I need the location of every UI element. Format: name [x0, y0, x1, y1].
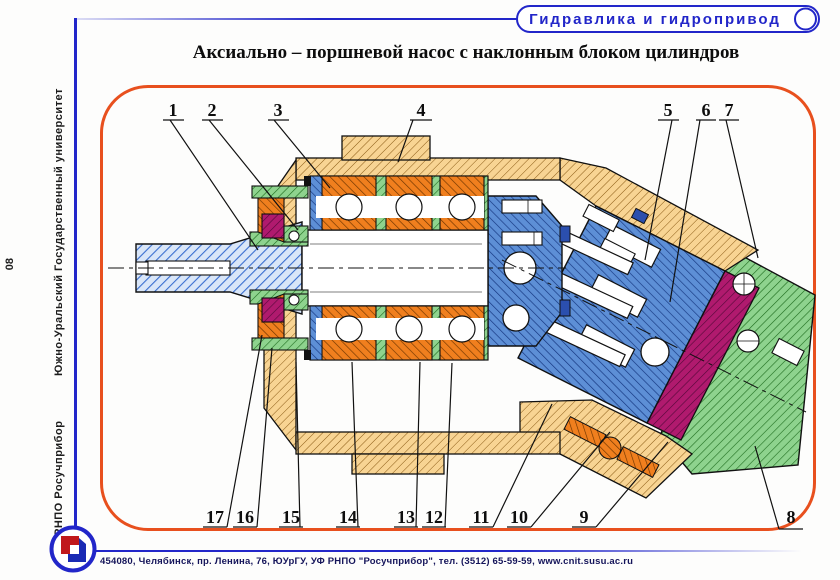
rosuchpribor-logo	[49, 525, 97, 573]
logo-center-square	[70, 545, 79, 554]
callout-1: 1	[169, 100, 178, 120]
callout-14: 14	[339, 507, 357, 527]
callout-7: 7	[725, 100, 734, 120]
course-title: Гидравлика и гидропривод	[529, 10, 781, 28]
callout-17: 17	[206, 507, 224, 527]
callout-6: 6	[702, 100, 711, 120]
footer-rule-line	[96, 550, 802, 552]
callout-11: 11	[472, 507, 489, 527]
header-connector-line	[76, 18, 518, 20]
callout-15: 15	[282, 507, 300, 527]
centerlines	[108, 259, 807, 413]
course-header-pill: Гидравлика и гидропривод	[516, 5, 820, 33]
callout-leaders	[163, 119, 803, 530]
left-rule-line	[74, 18, 77, 528]
callout-numbers: 1 2 3 4 5 6 7 8 9 10 11 12 13 14 15 16 1…	[169, 100, 796, 527]
content-frame	[100, 85, 816, 531]
drive-flange	[487, 195, 571, 347]
callout-3: 3	[274, 100, 283, 120]
slide-title: Аксиально – поршневой насос с наклонным …	[192, 42, 740, 63]
callout-4: 4	[417, 100, 426, 120]
center-pin-ball	[640, 337, 670, 367]
callout-12: 12	[425, 507, 443, 527]
footer-address: 454080, Челябинск, пр. Ленина, 76, ЮУрГУ…	[100, 556, 634, 567]
callout-2: 2	[208, 100, 217, 120]
callout-8: 8	[787, 507, 796, 527]
callout-13: 13	[397, 507, 415, 527]
cap-ports	[732, 272, 805, 367]
callout-10: 10	[510, 507, 528, 527]
callout-5: 5	[664, 100, 673, 120]
shaft-bearings	[304, 175, 489, 361]
shaft-seals	[249, 185, 309, 351]
callout-16: 16	[236, 507, 254, 527]
pill-end-circle-icon	[794, 7, 817, 31]
bottom-mechanism	[563, 416, 660, 478]
callout-9: 9	[580, 507, 589, 527]
